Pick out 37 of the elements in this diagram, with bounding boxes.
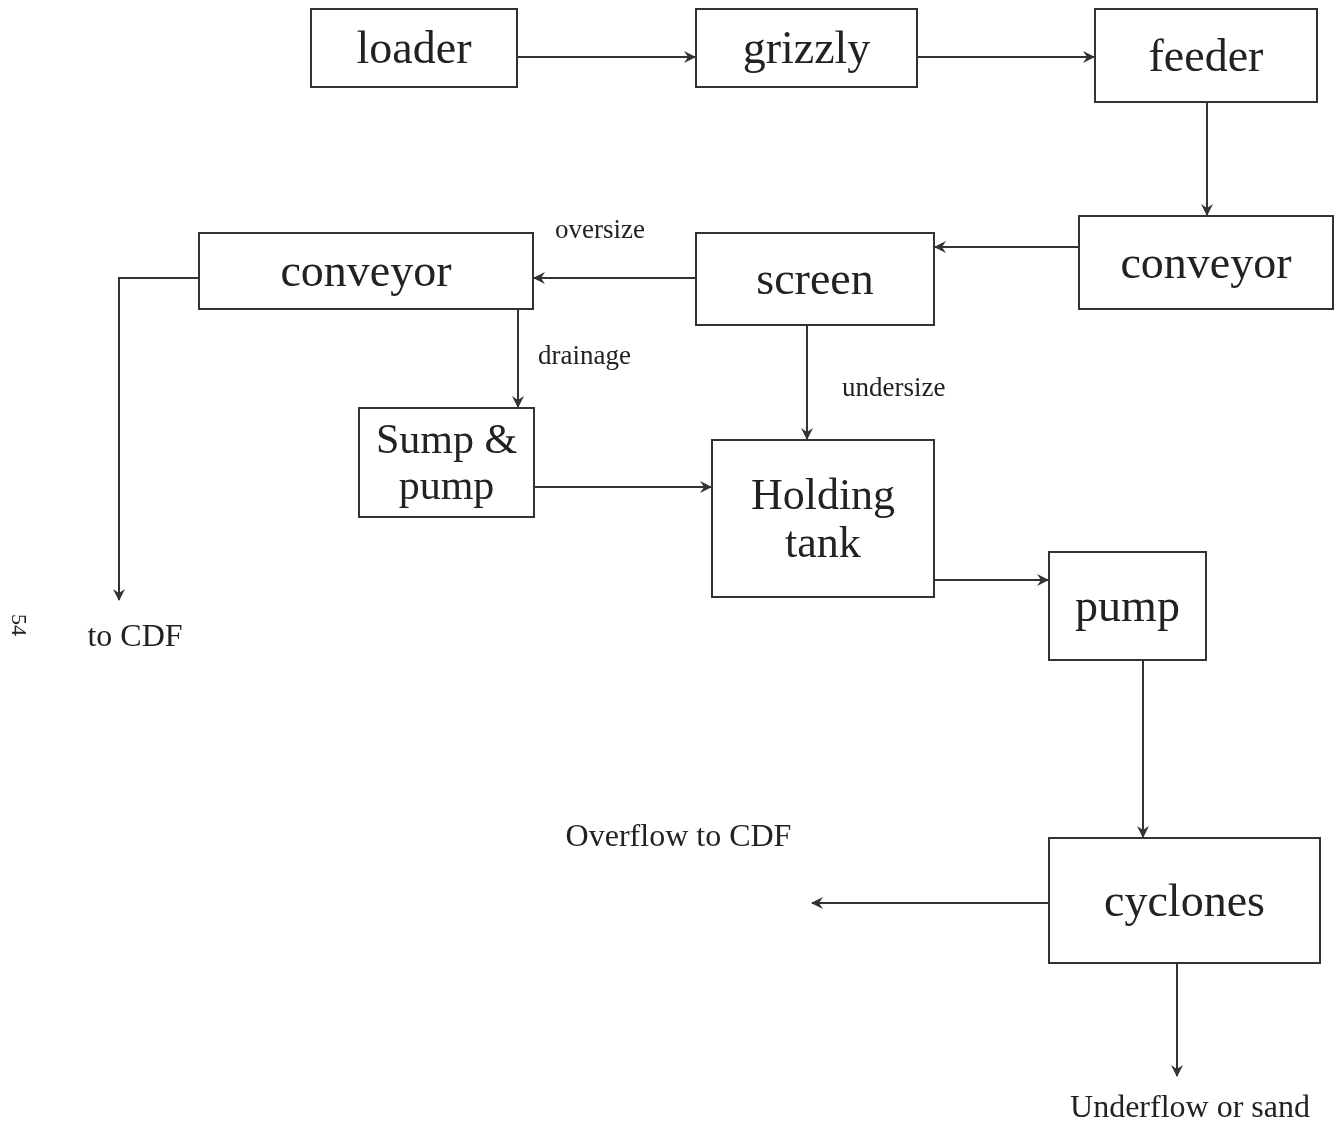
process-box: [310, 8, 518, 88]
process-box: [198, 232, 534, 310]
arrow: [934, 574, 1049, 586]
box-label: feeder: [1148, 30, 1264, 81]
box-label: cyclones: [1104, 875, 1265, 926]
process-box: [695, 232, 935, 326]
process-box: [1078, 215, 1334, 310]
arrow: [934, 241, 1079, 253]
arrow: [1137, 660, 1149, 838]
arrow: [517, 51, 696, 63]
arrow: [113, 277, 199, 601]
process-box: [1048, 551, 1207, 661]
process-box: [711, 439, 935, 598]
process-box: [695, 8, 918, 88]
endpoint-label: to CDF: [87, 617, 183, 653]
arrow: [512, 309, 524, 408]
box-label: Holding tank: [749, 471, 897, 566]
process-box: [1094, 8, 1318, 103]
page-number: 54: [6, 614, 32, 636]
box-label: pump: [1075, 581, 1180, 631]
arrow: [1201, 102, 1213, 216]
arrow: [533, 272, 696, 284]
arrow: [534, 481, 712, 493]
endpoint-label: Underflow or sand: [1070, 1088, 1310, 1124]
box-label: grizzly: [742, 23, 871, 73]
process-box: [1048, 837, 1321, 964]
process-box: [358, 407, 535, 518]
arrow: [801, 325, 813, 440]
box-label: screen: [756, 254, 874, 304]
arrow: [1171, 963, 1183, 1077]
endpoint-label: Overflow to CDF: [565, 818, 792, 853]
box-label: loader: [356, 23, 472, 73]
arrow: [917, 51, 1095, 63]
box-label: conveyor: [1120, 237, 1292, 288]
arrow: [811, 897, 1049, 909]
box-label: conveyor: [280, 246, 452, 296]
box-label: Sump & pump: [374, 417, 519, 508]
